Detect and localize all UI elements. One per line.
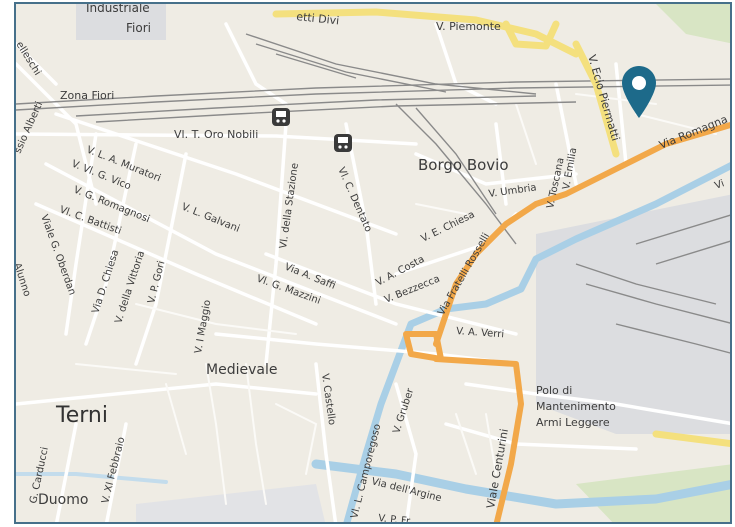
street-label: etti Divi xyxy=(296,10,340,27)
district-label: Armi Leggere xyxy=(536,416,610,429)
street-label: V. P. Fr xyxy=(378,513,412,524)
bus-stop-icon[interactable] xyxy=(334,134,352,152)
location-pin-icon[interactable] xyxy=(622,66,656,118)
industrial-areas xyxy=(76,4,730,522)
street-label: Vi xyxy=(713,178,726,192)
park-areas xyxy=(576,4,730,522)
district-label: Polo di xyxy=(536,384,572,397)
major-roads xyxy=(403,122,730,522)
street-label: V. Piemonte xyxy=(436,20,501,33)
river xyxy=(16,162,730,522)
district-label: Fiori xyxy=(126,21,151,35)
railway xyxy=(16,33,730,354)
street-label: V. A. Verri xyxy=(456,326,505,340)
district-label: Medievale xyxy=(206,362,277,378)
map-view[interactable]: Industriale Fiori etti Divi V. Piemonte … xyxy=(14,2,732,524)
district-label: Industriale xyxy=(86,4,150,15)
street-label: Zona Fiori xyxy=(60,89,114,102)
district-label: Mantenimento xyxy=(536,400,616,413)
district-label: Borgo Bovio xyxy=(418,156,509,174)
district-label: Duomo xyxy=(38,492,88,508)
yellow-roads xyxy=(272,8,730,448)
street-label: Vl. T. Oro Nobili xyxy=(174,128,258,141)
bus-stop-icon[interactable] xyxy=(272,108,290,126)
city-label: Terni xyxy=(55,403,108,428)
